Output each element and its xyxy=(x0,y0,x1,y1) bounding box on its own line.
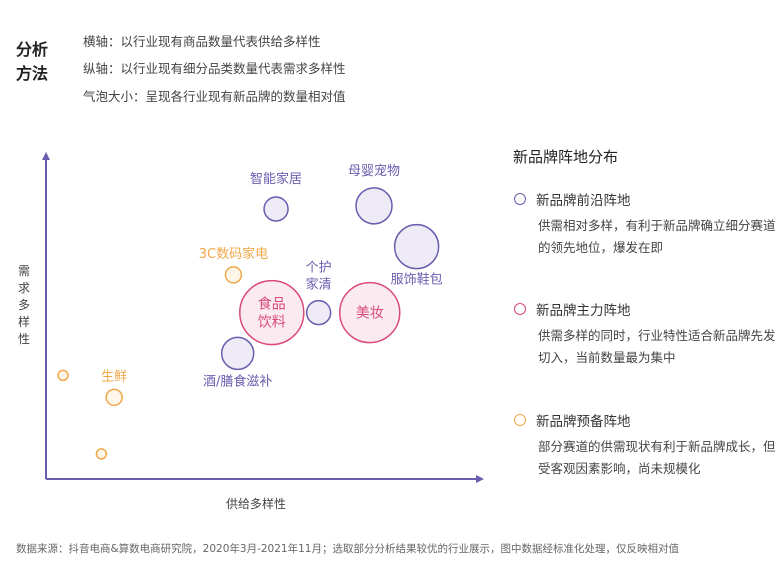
bubble-label: 饮料 xyxy=(258,315,286,331)
y-axis-label: 需求多样性 xyxy=(18,264,30,346)
bubble-美妆 xyxy=(339,281,401,344)
circle-icon xyxy=(514,303,526,315)
legend-label: 新品牌前沿阵地 xyxy=(536,193,631,209)
circle-icon xyxy=(514,193,526,205)
bubble-label: 个护 xyxy=(306,261,332,276)
x-axis-label: 供给多样性 xyxy=(226,496,286,511)
bubble xyxy=(95,448,108,460)
legend-item-prep: 新品牌预备阵地 部分赛道的供需现状有利于新品牌成长，但受客观因素影响，尚未规模化 xyxy=(514,410,776,480)
y-axis-label-char: 求 xyxy=(18,281,30,295)
legend-desc: 部分赛道的供需现状有利于新品牌成长，但受客观因素影响，尚未规模化 xyxy=(538,439,776,476)
bubble-母婴宠物 xyxy=(355,187,393,225)
bubble xyxy=(57,369,69,382)
bubble-生鲜 xyxy=(105,388,123,407)
bubble-label: 3C数码家电 xyxy=(199,246,268,262)
method-line-size: 气泡大小：呈现各行业现有新品牌的数量相对值 xyxy=(83,89,346,104)
legend-title: 新品牌阵地分布 xyxy=(513,148,619,166)
bubble-label: 母婴宠物 xyxy=(348,163,400,179)
method-line-x: 横轴：以行业现有商品数量代表供给多样性 xyxy=(83,34,321,49)
legend-desc: 供需相对多样，有利于新品牌确立细分赛道的领先地位，爆发在即 xyxy=(538,218,776,255)
legend-item-frontier: 新品牌前沿阵地 供需相对多样，有利于新品牌确立细分赛道的领先地位，爆发在即 xyxy=(514,189,776,259)
bubble-label: 酒/膳食滋补 xyxy=(203,373,272,389)
bubble-label: 食品 xyxy=(258,296,286,313)
bubble-智能家居 xyxy=(263,196,289,222)
source-note: 数据来源：抖音电商&算数电商研究院，2020年3月-2021年11月；选取部分分… xyxy=(16,543,679,555)
bubble-个护家清 xyxy=(305,299,332,326)
legend-desc: 供需多样的同时，行业特性适合新品牌先发切入，当前数量最为集中 xyxy=(538,328,776,365)
method-title: 分析方法 xyxy=(16,40,49,83)
y-axis-arrow xyxy=(42,152,50,160)
x-axis-arrow xyxy=(476,475,484,483)
bubble-label: 家清 xyxy=(306,277,332,293)
y-axis-label-char: 样 xyxy=(18,314,30,329)
legend-item-main: 新品牌主力阵地 供需多样的同时，行业特性适合新品牌先发切入，当前数量最为集中 xyxy=(514,299,776,369)
y-axis-label-char: 多 xyxy=(18,298,30,312)
bubble-3C数码家电 xyxy=(224,266,243,284)
legend-label: 新品牌预备阵地 xyxy=(536,414,631,430)
circle-icon xyxy=(514,414,526,426)
bubble-label: 美妆 xyxy=(356,306,384,322)
bubble-服饰鞋包 xyxy=(393,223,440,270)
method-line-y: 纵轴：以行业现有细分品类数量代表需求多样性 xyxy=(83,61,346,76)
bubble-食品饮料 xyxy=(239,279,305,346)
y-axis-label-char: 需 xyxy=(18,264,30,278)
bubble-label: 生鲜 xyxy=(101,369,127,384)
legend-label: 新品牌主力阵地 xyxy=(536,303,631,319)
bubble-label: 服饰鞋包 xyxy=(391,272,443,288)
bubble-label: 智能家居 xyxy=(250,171,302,187)
y-axis-label-char: 性 xyxy=(18,332,30,346)
bubble-酒/膳食滋补 xyxy=(220,336,255,371)
